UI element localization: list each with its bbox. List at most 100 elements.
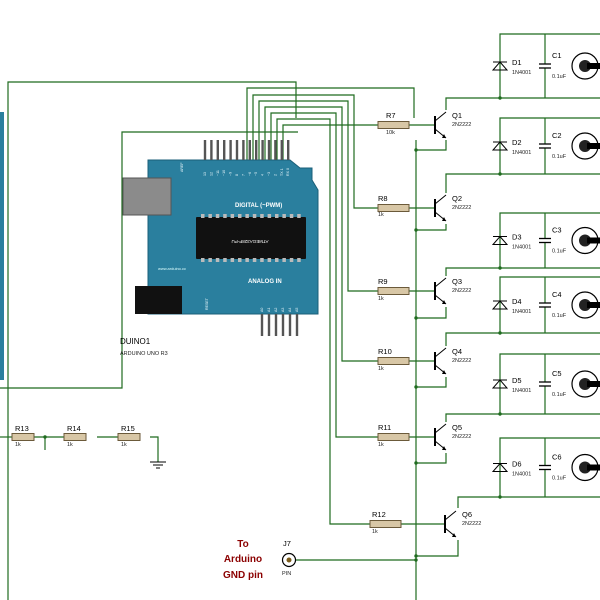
chip-pin	[252, 258, 257, 262]
analog-pin-lead	[260, 314, 264, 336]
analog-pin-label: A2	[274, 308, 278, 312]
lcd-edge	[0, 112, 4, 380]
capacitor-value: 0.1uF	[552, 476, 567, 482]
diode-icon	[491, 141, 509, 151]
transistor-collector	[444, 510, 457, 521]
website-label: www.arduino.cc	[158, 266, 186, 271]
digital-pin-label: ~11	[216, 170, 220, 176]
motor-shaft	[587, 381, 600, 387]
junction-dot	[414, 558, 418, 562]
chip-pin	[267, 214, 272, 218]
chip-pin	[297, 214, 301, 218]
motor-shaft	[587, 237, 600, 244]
transistor-collector	[434, 347, 447, 358]
chip-pin	[275, 258, 279, 262]
motor-loop	[499, 437, 600, 498]
diode-part: 1N4001	[512, 309, 531, 315]
chip-pin	[201, 258, 205, 262]
digital-pin-label: 13	[203, 172, 207, 176]
diode-ref: D2	[512, 138, 522, 147]
motor-loop	[499, 353, 600, 415]
motor-shaft	[587, 302, 600, 308]
chip-pin	[297, 258, 301, 262]
resistor-body	[377, 433, 410, 441]
motor-shaft	[587, 143, 600, 149]
junction-dot	[414, 554, 418, 558]
digital-label: DIGITAL (~PWM)	[235, 203, 282, 209]
chip-pin	[289, 214, 294, 218]
capacitor-value: 0.1uF	[552, 74, 567, 80]
resistor-ref: R15	[121, 424, 135, 433]
resistor-ref: R14	[67, 424, 81, 433]
resistor-body	[377, 204, 410, 212]
motor-loop	[499, 276, 600, 334]
diode-icon	[491, 235, 509, 245]
resistor-ref: R11	[378, 423, 391, 432]
transistor-part: 2N2222	[452, 122, 471, 128]
diode-ref: D5	[512, 376, 522, 385]
resistor-value: 1k	[15, 442, 21, 448]
chip-pin	[215, 214, 220, 218]
digital-pin-lead	[235, 140, 239, 160]
junction-dot	[414, 316, 418, 320]
diode-part: 1N4001	[512, 70, 531, 76]
diode-part: 1N4001	[512, 245, 531, 251]
chip-pin	[275, 214, 279, 218]
chip-pin	[208, 258, 212, 262]
junction-dot	[414, 228, 418, 232]
transistor-ref: Q5	[452, 423, 462, 432]
motor-loop	[499, 117, 600, 175]
resistor-ref: R10	[378, 347, 392, 356]
analog-pin-label: A3	[281, 308, 285, 312]
motor-shaft	[587, 63, 600, 69]
transistor-part: 2N2222	[452, 434, 471, 440]
reset-label: RESET	[205, 297, 209, 310]
transistor-part: 2N2222	[452, 288, 471, 294]
diode-part: 1N4001	[512, 150, 531, 156]
capacitor-ref: C3	[552, 226, 562, 235]
resistor-ref: R8	[378, 194, 388, 203]
capacitor-value: 0.1uF	[552, 249, 567, 255]
transistor-arrow	[442, 134, 446, 138]
digital-pin-lead	[229, 140, 232, 160]
resistor-value: 1k	[378, 296, 384, 302]
resistor-ref: R13	[15, 424, 29, 433]
motor-shaft	[587, 464, 600, 471]
resistor-value: 10k	[386, 130, 395, 136]
chip-pin	[260, 258, 264, 262]
diode-ref: D3	[512, 233, 522, 242]
pin-connector-core	[286, 557, 292, 563]
digital-pin-label: ~6	[248, 172, 252, 176]
diode-icon	[491, 379, 509, 389]
chip-pin	[230, 258, 235, 262]
analog-pin-label: A0	[260, 308, 264, 312]
junction-dot	[414, 148, 418, 152]
digital-pin-label: ~3	[267, 172, 271, 176]
chip-pin	[245, 258, 249, 262]
digital-pin-lead	[261, 140, 264, 160]
usb-port-icon	[122, 177, 172, 216]
junction-dot	[498, 331, 502, 335]
analog-label: ANALOG IN	[248, 279, 282, 285]
resistor-ref: R9	[378, 277, 388, 286]
junction-dot	[498, 412, 502, 416]
chip-pin	[245, 214, 249, 218]
chip-pin	[282, 214, 286, 218]
transistor-ref: Q1	[452, 111, 462, 120]
chip-pin	[208, 214, 212, 218]
transistor-arrow	[452, 533, 456, 537]
digital-pin-label: ~9	[229, 172, 233, 176]
analog-pin-label: A1	[267, 308, 271, 312]
analog-pin-label: A4	[288, 308, 292, 312]
junction-dot	[498, 266, 502, 270]
digital-pin-lead	[248, 140, 251, 160]
digital-pin-lead	[267, 140, 271, 160]
diode-ref: D6	[512, 460, 522, 469]
junction-dot	[414, 385, 418, 389]
chip-pin	[215, 258, 220, 262]
digital-pin-lead	[223, 140, 226, 160]
transistor-collector	[434, 111, 447, 122]
resistor-value: 1k	[372, 529, 378, 535]
arduino-model: ARDUINO UNO R3	[120, 351, 168, 357]
